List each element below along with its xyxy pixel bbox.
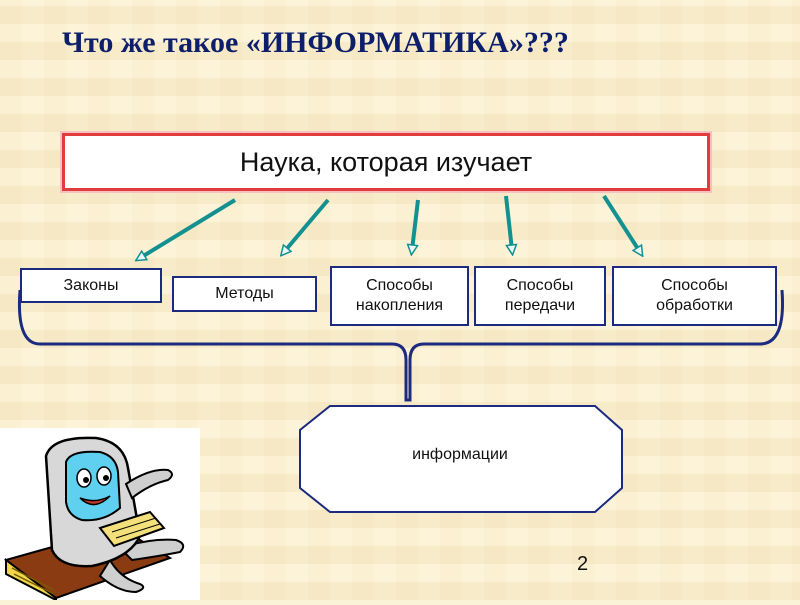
category-box-transfer: Способы передачи [474,266,606,326]
category-box-laws: Законы [20,268,162,303]
category-box-storage: Способы накопления [330,266,469,326]
arrow-to-processing [602,194,640,252]
arrow-to-transfer [504,195,512,250]
category-label: Способы накопления [355,277,444,314]
arrow-to-methods [284,198,330,252]
computer-on-book-icon [0,428,200,602]
information-octagon [299,405,623,513]
category-label: Способы передачи [504,277,576,314]
main-concept-box: Наука, которая изучает [62,133,710,191]
category-label: Законы [63,276,119,294]
category-label: Методы [215,285,274,302]
category-box-methods: Методы [172,276,317,312]
information-label: информации [412,446,508,463]
main-concept-label: Наука, которая изучает [239,146,533,177]
slide-title: Что же такое «ИНФОРМАТИКА»??? [62,26,569,59]
arrow-to-laws [140,198,237,258]
arrow-to-storage [412,199,420,250]
grouping-brace [17,289,785,402]
category-box-processing: Способы обработки [612,266,777,326]
category-label: Способы обработки [656,277,733,314]
page-number: 2 [577,553,589,575]
